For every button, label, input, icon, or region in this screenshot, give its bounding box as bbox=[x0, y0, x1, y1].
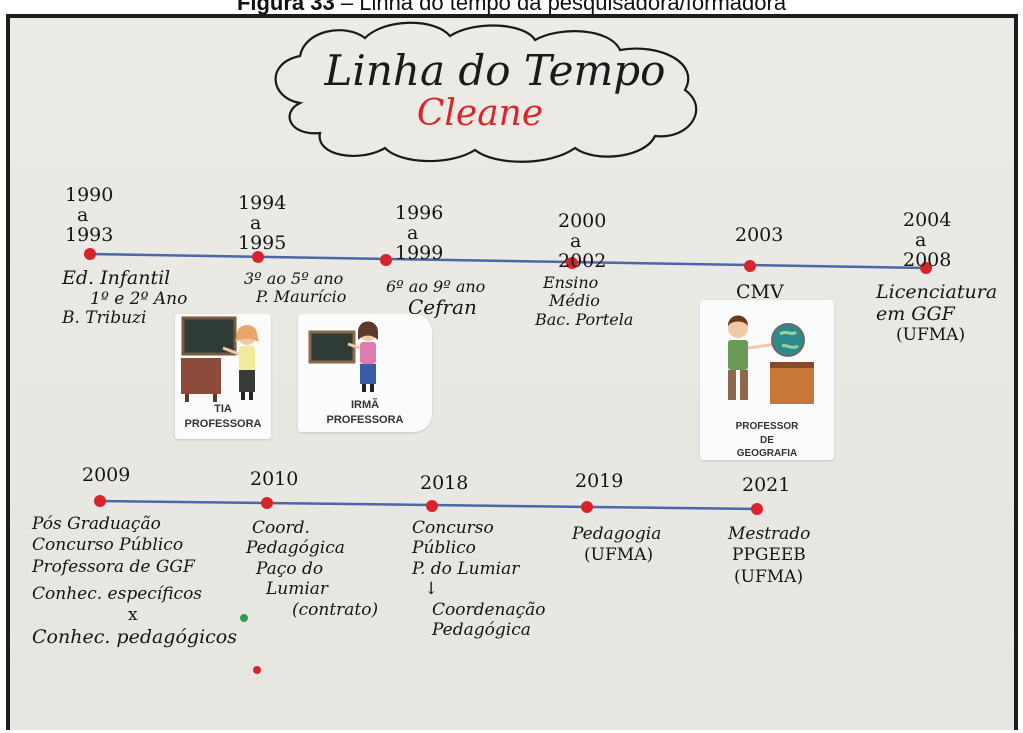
timeline-dot bbox=[566, 257, 578, 269]
event-cmv: CMV bbox=[736, 281, 784, 303]
year-2021: 2021 bbox=[742, 474, 791, 496]
figure-caption-text: – Linha do tempo da pesquisadora/formado… bbox=[334, 0, 787, 15]
timeline-dot bbox=[84, 248, 96, 260]
title-cloud-icon bbox=[274, 21, 698, 163]
event-pos-graduacao: Pós Graduação Concurso Público Professor… bbox=[32, 514, 237, 649]
timeline-dot bbox=[920, 262, 932, 274]
figure-caption: Figura 33 – Linha do tempo da pesquisado… bbox=[0, 0, 1023, 16]
geography-teacher-icon bbox=[728, 315, 814, 404]
year-2010: 2010 bbox=[250, 468, 299, 490]
board-title: Linha do Tempo bbox=[324, 46, 666, 95]
timeline-line-top bbox=[89, 252, 929, 270]
green-dot bbox=[240, 614, 248, 622]
timeline-dot bbox=[426, 500, 438, 512]
event-ed-infantil: Ed. Infantil 1º e 2º Ano B. Tribuzi bbox=[62, 267, 188, 329]
timeline-dot bbox=[751, 503, 763, 515]
year-2009: 2009 bbox=[82, 464, 131, 486]
teacher-aunt-icon bbox=[181, 316, 259, 402]
year-2018: 2018 bbox=[420, 472, 469, 494]
board-name: Cleane bbox=[416, 93, 544, 134]
event-ensino-medio: Ensino Médio Bac. Portela bbox=[535, 273, 634, 329]
timeline-dot bbox=[744, 260, 756, 272]
timeline-dot bbox=[581, 501, 593, 513]
teacher-sister-icon bbox=[308, 321, 378, 392]
event-licenciatura: Licenciatura em GGF (UFMA) bbox=[876, 281, 998, 345]
timeline-dot bbox=[380, 254, 392, 266]
year-2019: 2019 bbox=[575, 470, 624, 492]
event-coord-pedagogica: Coord. Pedagógica Paço do Lumiar (contra… bbox=[246, 518, 379, 620]
year-2003: 2003 bbox=[735, 224, 784, 246]
timeline-dot bbox=[94, 495, 106, 507]
event-concurso-publico: Concurso Público P. do Lumiar ↓ Coordena… bbox=[412, 518, 546, 640]
timeline-dot bbox=[261, 497, 273, 509]
red-small-dot bbox=[253, 666, 261, 674]
figure-caption-label: Figura 33 bbox=[236, 0, 335, 15]
event-pedagogia: Pedagogia (UFMA) bbox=[572, 524, 662, 566]
event-mestrado: Mestrado PPGEEB (UFMA) bbox=[728, 524, 811, 587]
event-3-ao-5-ano: 3º ao 5º ano P. Maurício bbox=[244, 269, 347, 307]
event-6-ao-9-ano: 6º ao 9º ano Cefran bbox=[386, 277, 486, 320]
timeline-dot bbox=[252, 251, 264, 263]
timeline-lines bbox=[84, 248, 932, 674]
